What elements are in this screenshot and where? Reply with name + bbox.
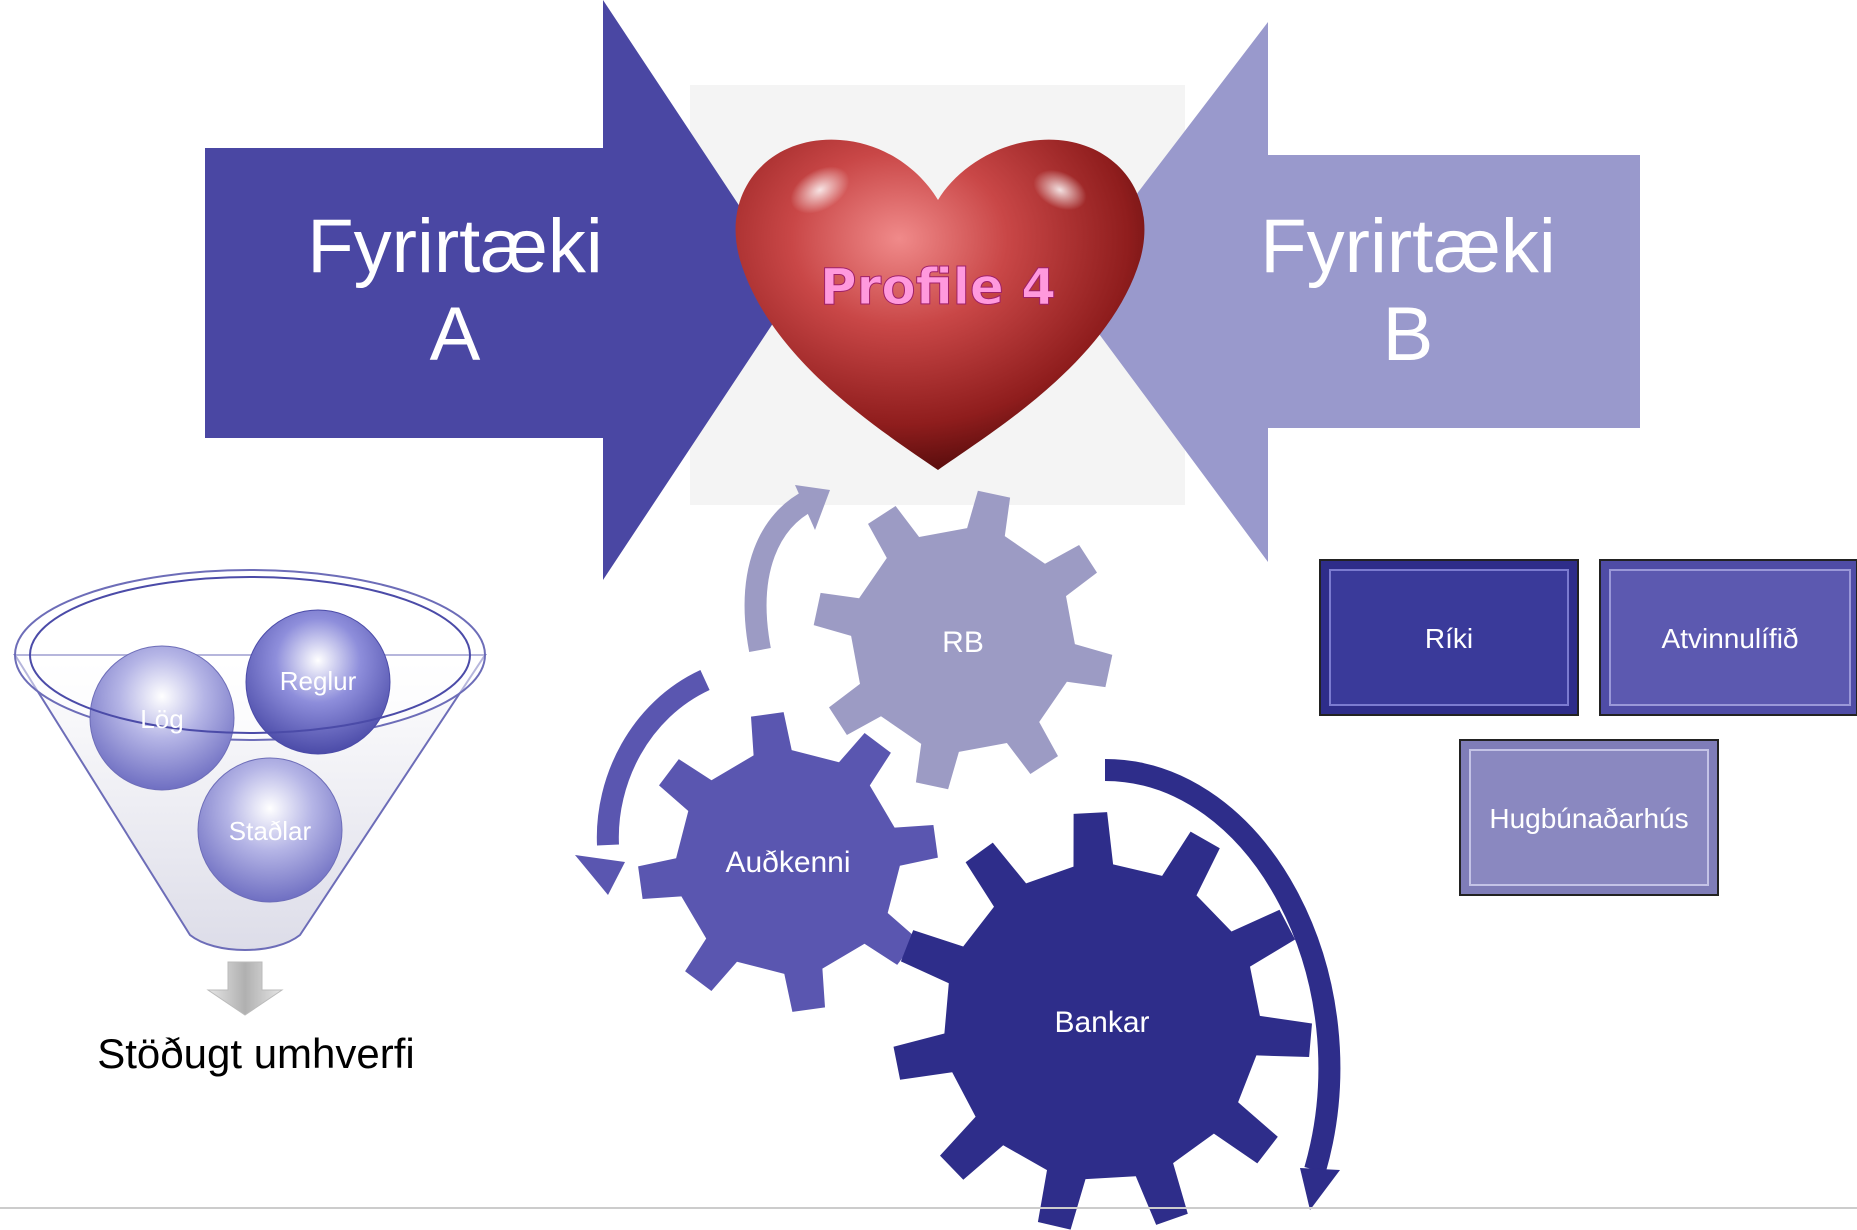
- funnel-bubble-stadlar: [197, 757, 343, 903]
- funnel-item-log: Lög: [140, 704, 183, 734]
- box-riki-label: Ríki: [1425, 623, 1473, 654]
- box-atvinnulifid-label: Atvinnulífið: [1662, 623, 1799, 654]
- arrow-company-a: [205, 0, 795, 580]
- gear-bankar-shape: [893, 812, 1312, 1230]
- company-a-line1: Fyrirtæki: [307, 204, 603, 289]
- funnel-down-arrow-icon: [206, 961, 284, 1016]
- company-b-line1: Fyrirtæki: [1260, 204, 1556, 289]
- gear-bankar: [893, 812, 1312, 1230]
- cycle-arrow-right: [1104, 759, 1341, 1174]
- heart-label: Profile 4: [820, 258, 1056, 316]
- funnel-rim: [29, 576, 471, 734]
- gear-rb-label: RB: [942, 626, 984, 659]
- funnel-bubble-log: [89, 645, 235, 791]
- company-a-line2: A: [430, 292, 481, 377]
- funnel-result: Stöðugt umhverfi: [97, 1030, 415, 1077]
- heart-icon: [735, 139, 1145, 470]
- cycle-arrow-left-head: [575, 855, 625, 895]
- company-b-line2: B: [1383, 292, 1434, 377]
- cycle-arrow-top: [744, 490, 816, 653]
- gear-audkenni-label: Auðkenni: [725, 846, 850, 879]
- gear-rb: [813, 490, 1113, 790]
- arrow-company-b: [1065, 22, 1640, 562]
- cycle-arrow-left: [596, 670, 710, 846]
- box-hugbunadarhus: [1459, 739, 1719, 896]
- funnel-item-stadlar: Staðlar: [229, 816, 312, 846]
- box-atvinnulifid: [1599, 559, 1857, 716]
- funnel-bubble-reglur: [245, 609, 391, 755]
- cycle-arrow-right-head: [1300, 1168, 1340, 1210]
- gear-rb-shape: [813, 490, 1113, 790]
- box-riki: [1319, 559, 1579, 716]
- cycle-arrow-top-head: [795, 485, 830, 530]
- gear-bankar-label: Bankar: [1054, 1006, 1149, 1039]
- gear-audkenni-shape: [638, 712, 938, 1012]
- gear-audkenni: [638, 712, 938, 1012]
- funnel-item-reglur: Reglur: [280, 666, 357, 696]
- box-hugbunadarhus-label: Hugbúnaðarhús: [1489, 803, 1688, 834]
